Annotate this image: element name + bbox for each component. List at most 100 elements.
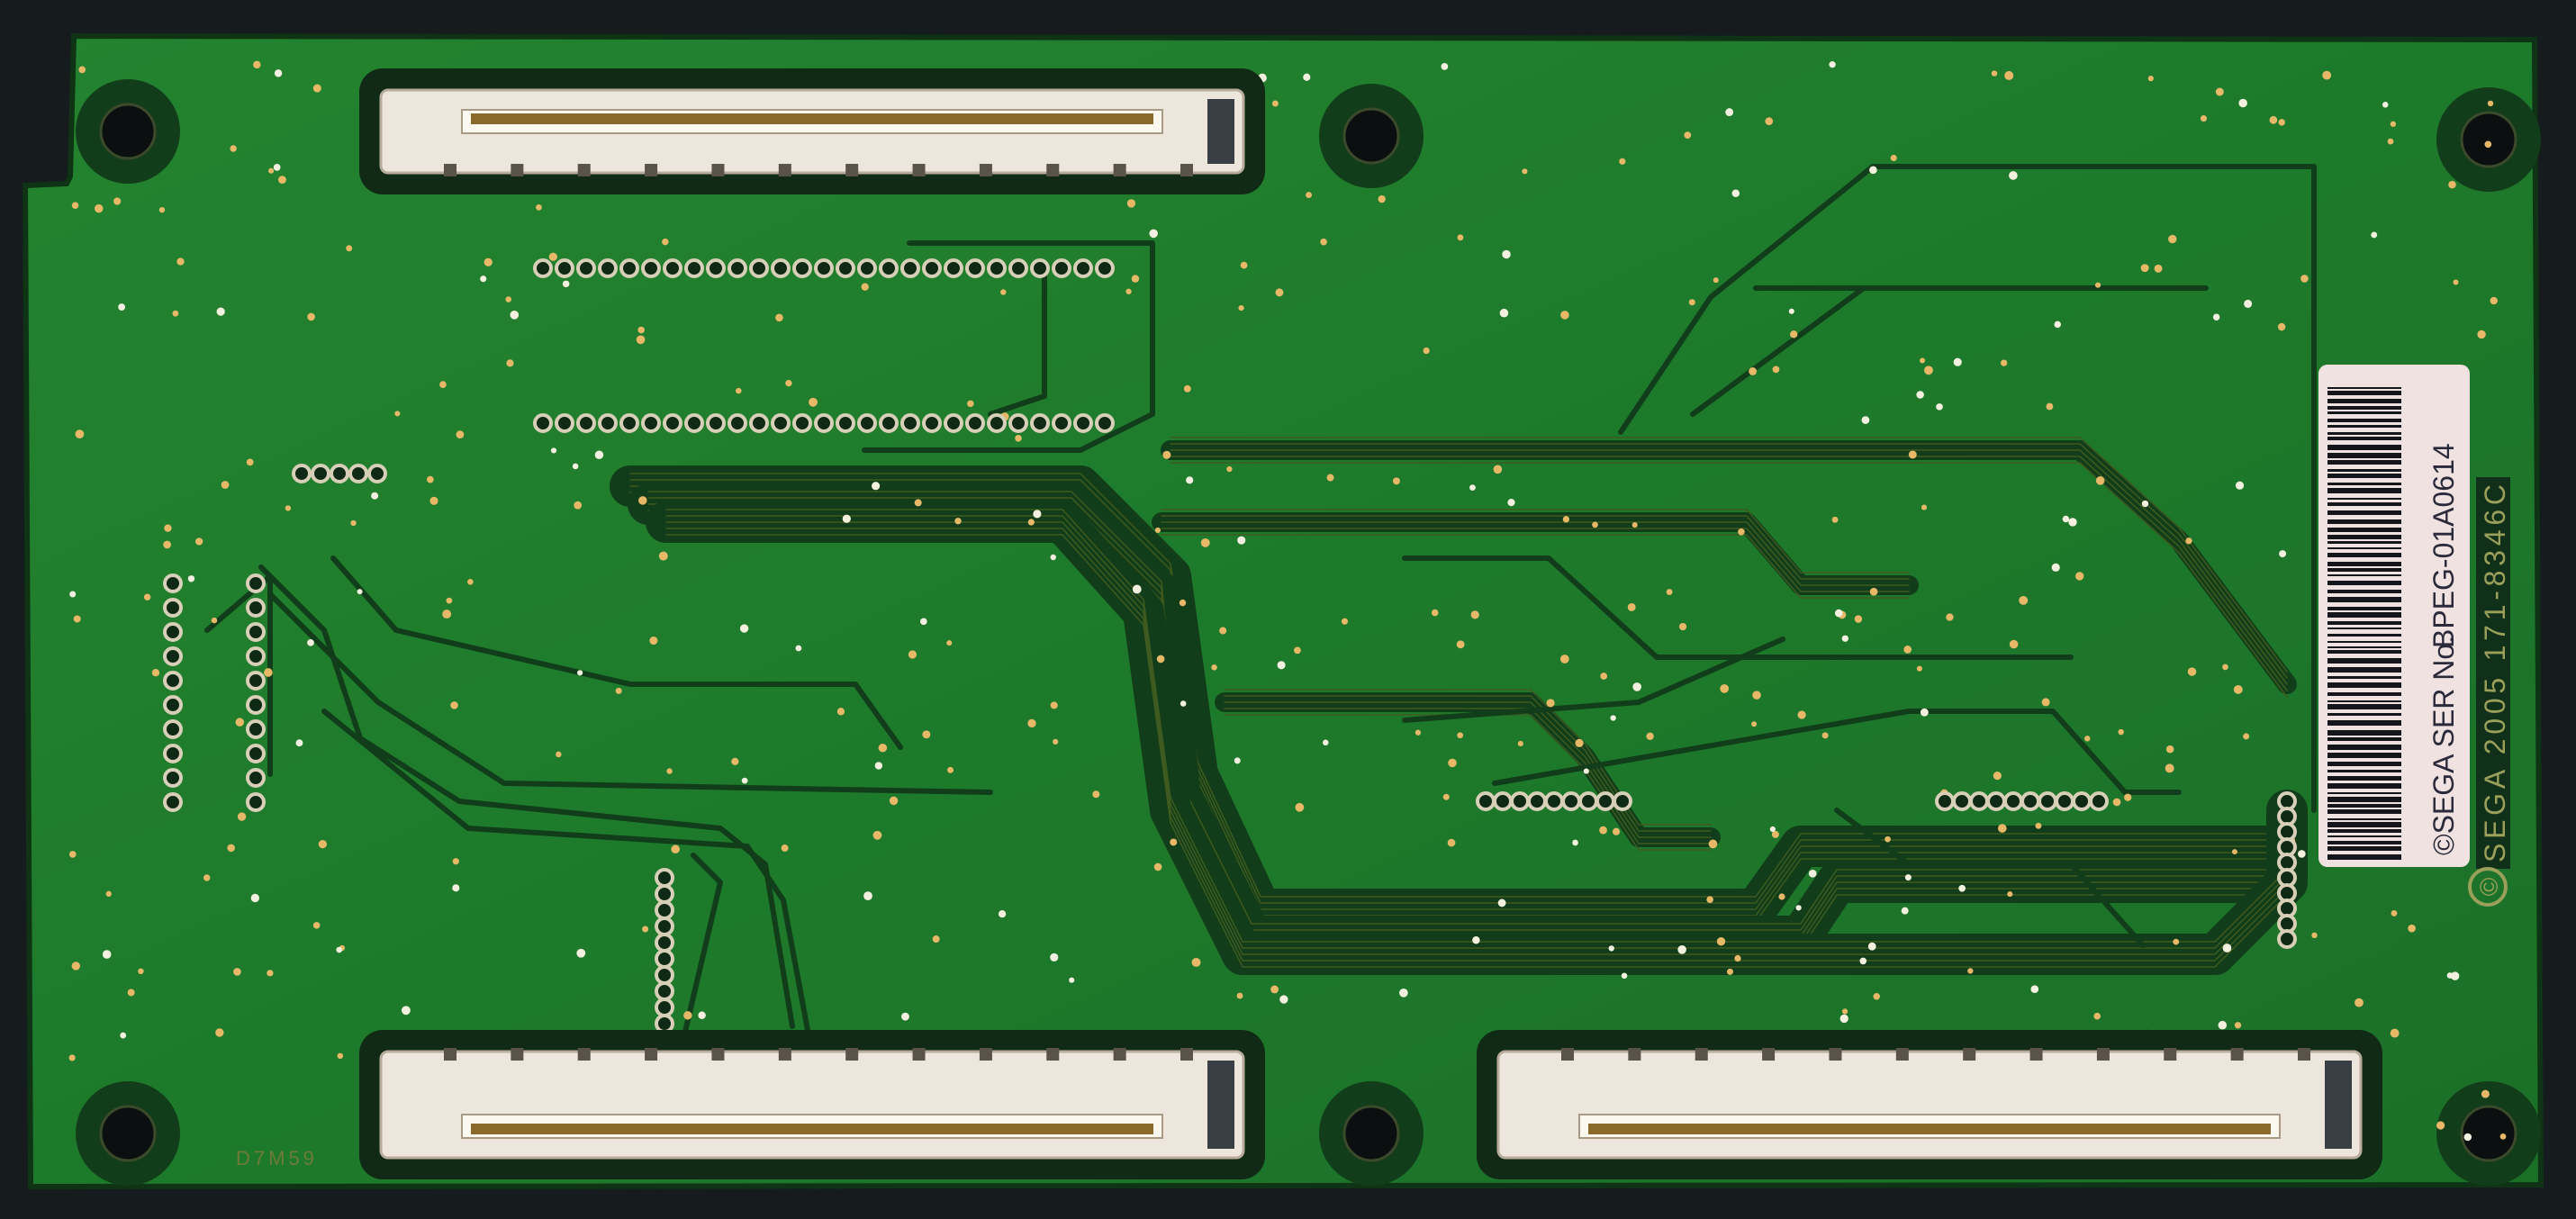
header-pin-rows (163, 258, 2297, 1066)
via (1027, 519, 1035, 526)
via (1470, 610, 1479, 619)
trace-line (665, 515, 2288, 949)
via (1236, 992, 1243, 999)
via (2484, 140, 2492, 149)
connector-latch-tab (979, 164, 992, 176)
via (2446, 972, 2454, 979)
via (1277, 661, 1286, 670)
connector-latch-tab (1762, 1048, 1776, 1061)
via (267, 970, 274, 977)
barcode-bar (2327, 432, 2401, 435)
via (336, 946, 342, 953)
via (1069, 977, 1075, 983)
trace (321, 709, 813, 1047)
via (1808, 869, 1817, 878)
via (671, 844, 680, 853)
via (250, 893, 259, 903)
via (357, 589, 363, 595)
barcode-bar (2327, 437, 2401, 440)
via (594, 450, 604, 459)
mounting-hole (2460, 111, 2517, 168)
via (2154, 264, 2163, 273)
via (264, 668, 273, 677)
via (1472, 936, 1480, 944)
connector-latch-tab (2164, 1048, 2177, 1061)
via (901, 1012, 909, 1021)
via (919, 618, 927, 626)
via (967, 400, 974, 408)
via (2030, 985, 2039, 994)
via (1599, 826, 1607, 835)
via (2084, 736, 2091, 742)
via (2408, 924, 2416, 933)
trace (682, 853, 723, 1038)
header-pin (944, 258, 963, 278)
via (2450, 971, 2460, 980)
barcode-bar (2327, 483, 2401, 485)
via (649, 636, 658, 646)
via (1738, 528, 1745, 536)
via (246, 458, 254, 466)
header-pin (965, 413, 985, 433)
barcode-bar (2327, 713, 2401, 716)
via (1610, 715, 1616, 721)
trace (862, 240, 1155, 453)
barcode-bar (2327, 419, 2401, 422)
via (1156, 655, 1165, 664)
smd-pad (2003, 791, 2023, 811)
via (295, 739, 303, 747)
connector-latch-tab (645, 1048, 658, 1061)
via (1320, 238, 1327, 246)
via (484, 257, 493, 266)
via (1240, 261, 1248, 269)
via (2382, 102, 2389, 108)
header-pin (163, 792, 183, 812)
barcode-bar (2327, 667, 2401, 673)
via (237, 812, 247, 821)
via (2243, 733, 2250, 740)
header-pin (163, 598, 183, 618)
via (1997, 824, 2007, 833)
via (1706, 896, 1713, 904)
connector-latch-tab (1695, 1048, 1708, 1061)
via (277, 176, 286, 185)
via (662, 238, 669, 246)
via (2490, 296, 2499, 305)
via (1749, 367, 1758, 375)
via (775, 313, 783, 322)
barcode-bar (2327, 762, 2401, 766)
via (1125, 288, 1132, 294)
via (1441, 63, 1449, 70)
via (1050, 953, 1059, 962)
barcode-bar (2327, 628, 2401, 629)
header-pin (655, 884, 674, 904)
via (2168, 234, 2177, 244)
via (1834, 609, 1843, 618)
header-pin (619, 413, 639, 433)
via (2234, 1022, 2242, 1029)
via (1303, 73, 1311, 81)
header-pin (655, 868, 674, 888)
connector-latch-tab (577, 1048, 591, 1061)
header-pin (706, 413, 726, 433)
header-pin (728, 413, 747, 433)
barcode-bar (2327, 445, 2401, 450)
trace-line (1161, 521, 1910, 586)
via (2387, 138, 2394, 145)
via (1904, 874, 1912, 881)
via (450, 701, 458, 709)
via (1921, 504, 1928, 510)
trace-line (1224, 701, 1712, 838)
connector-end (1207, 99, 1234, 164)
via (118, 303, 126, 311)
via (307, 312, 315, 321)
via (253, 60, 261, 69)
barcode-bar (2327, 574, 2401, 576)
header-pin (706, 258, 726, 278)
via (75, 429, 85, 439)
via (1991, 70, 1998, 77)
via (872, 482, 881, 491)
barcode-bar (2327, 682, 2401, 688)
connector-latch-tab (1180, 1048, 1193, 1061)
header-pin (163, 622, 183, 642)
